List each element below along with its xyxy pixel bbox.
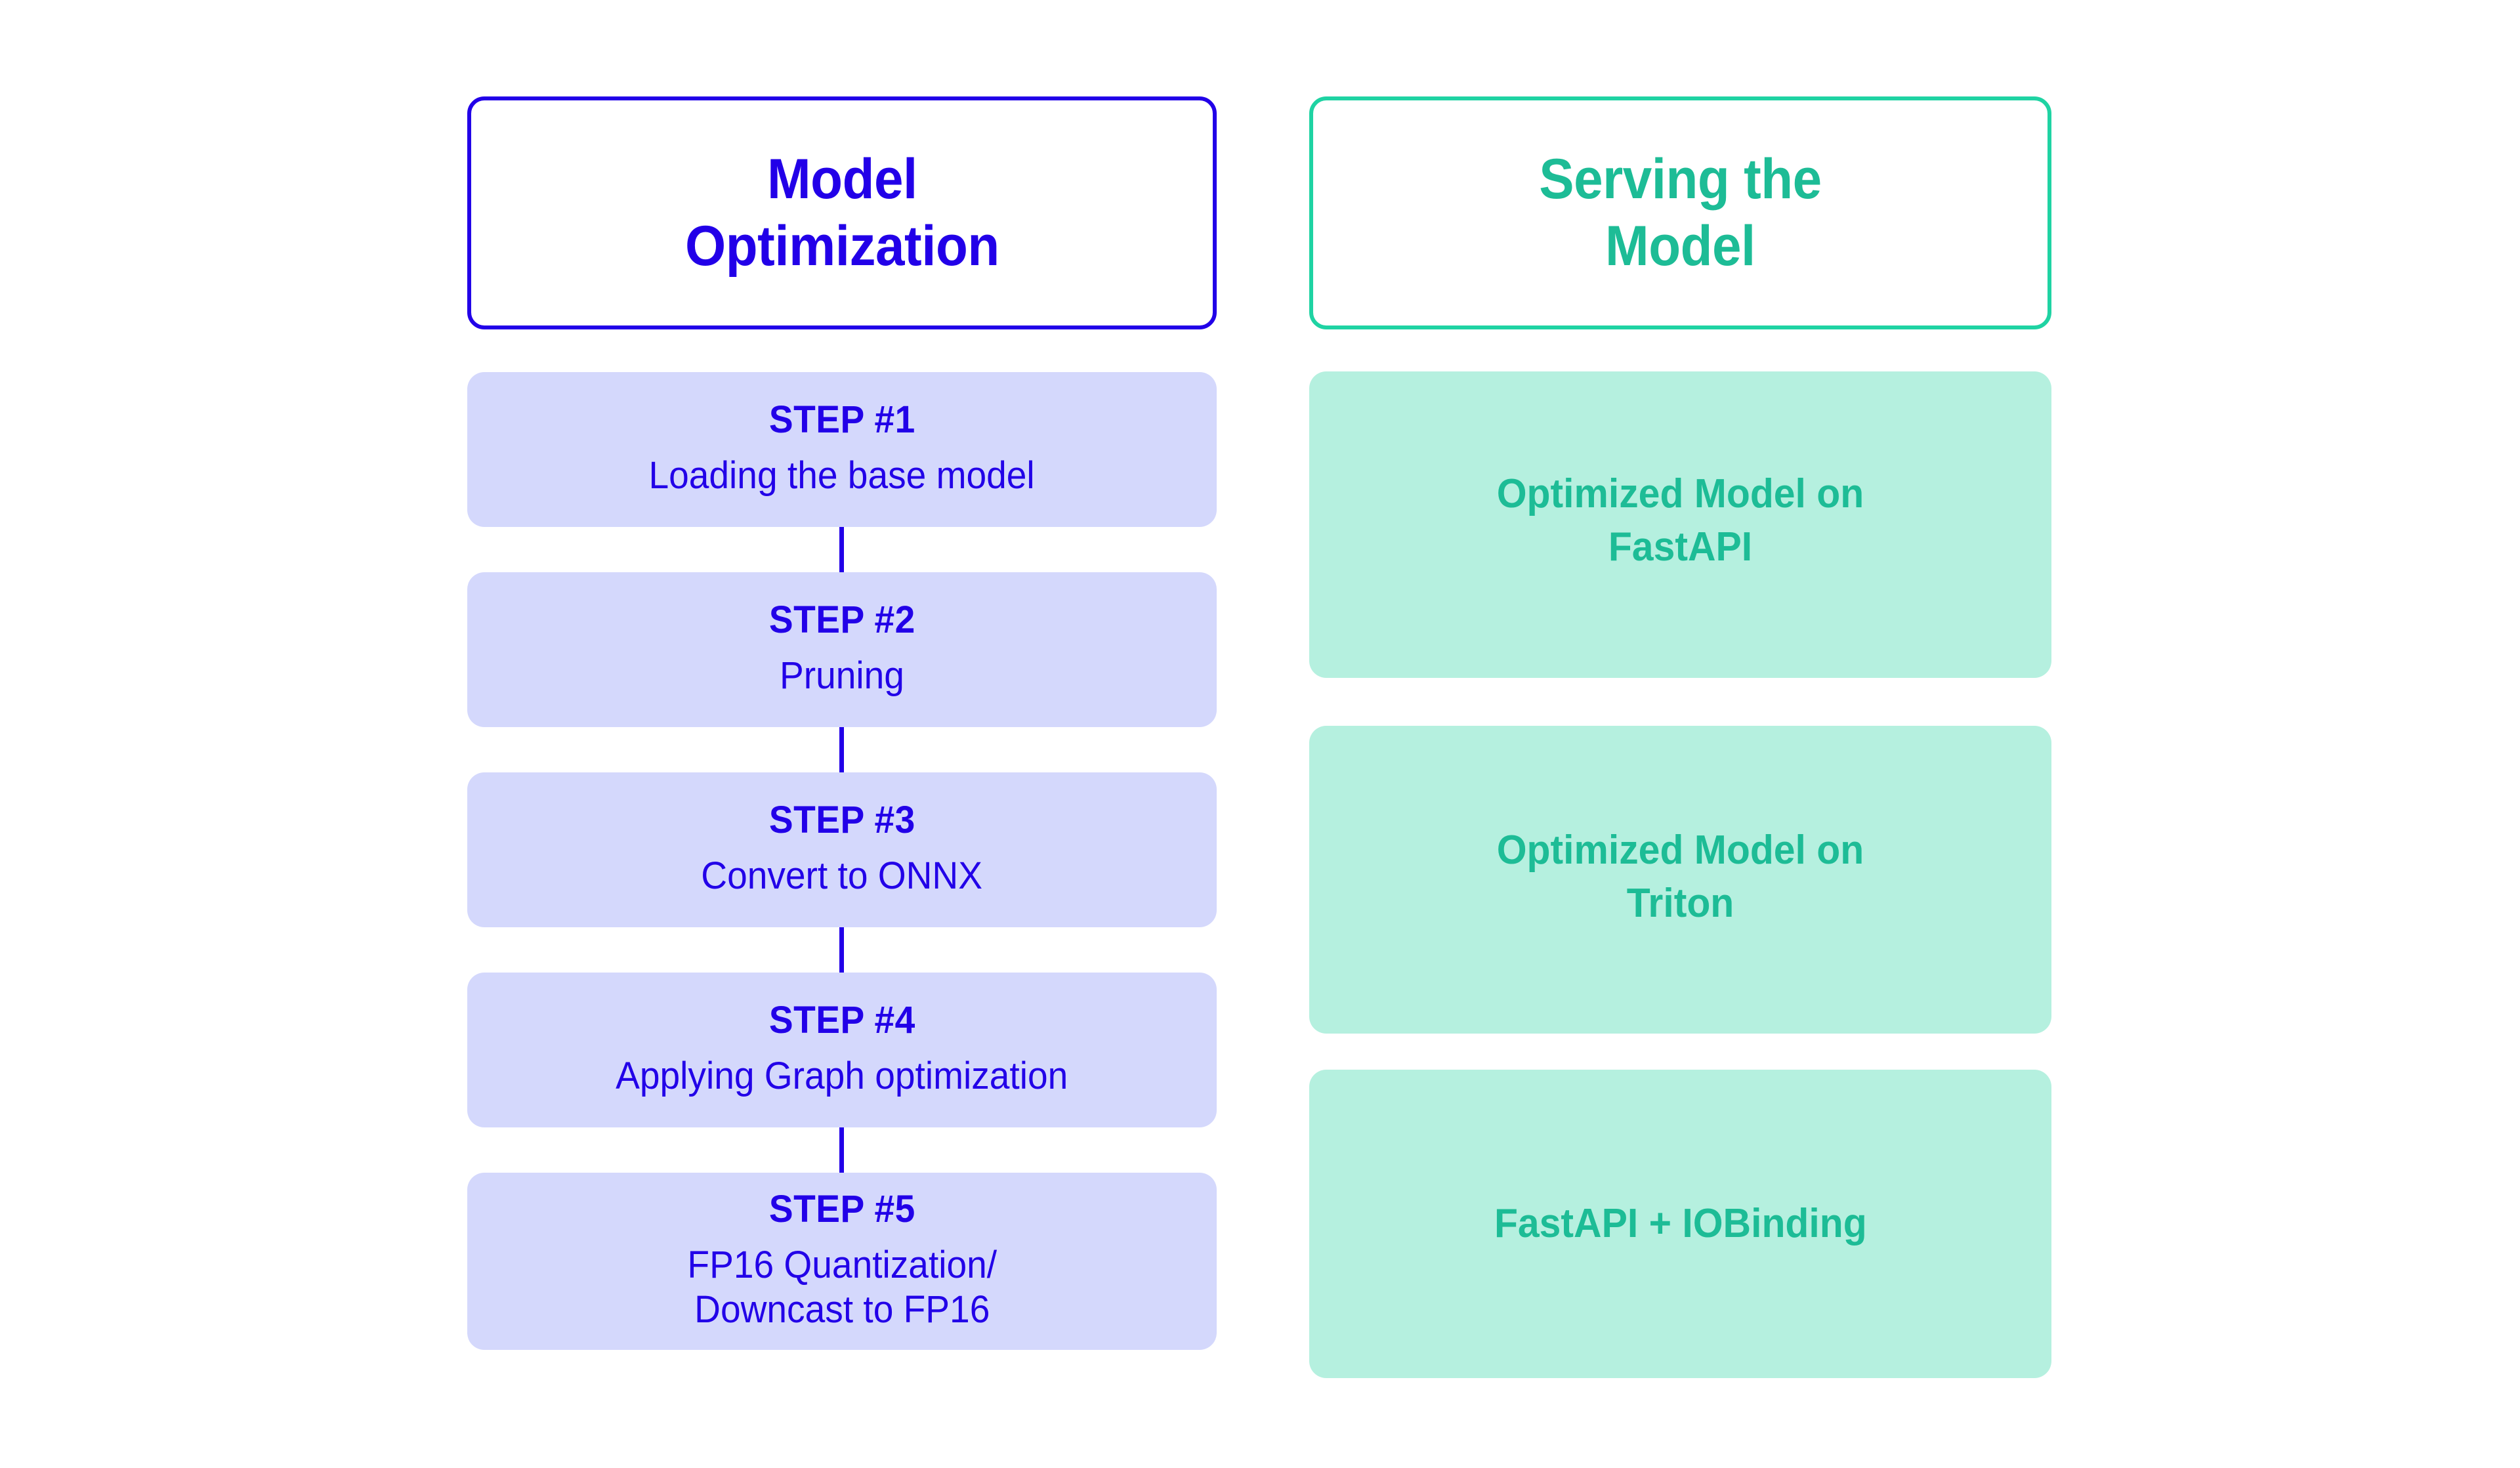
serving-card-2: Optimized Model on Triton xyxy=(1309,726,2051,1034)
connector-line-4-5 xyxy=(839,1127,844,1173)
header-title-model-optimization: Model Optimization xyxy=(684,148,999,278)
serving-card-1: Optimized Model on FastAPI xyxy=(1309,371,2051,678)
step-description-1: Loading the base model xyxy=(648,453,1036,497)
step-card-1: STEP #1 Loading the base model xyxy=(467,372,1217,527)
serving-card-3: FastAPI + IOBinding xyxy=(1309,1070,2051,1378)
connector-line-2-3 xyxy=(839,727,844,772)
column-model-optimization: Model Optimization STEP #1 Loading the b… xyxy=(467,0,1217,1468)
step-description-5: FP16 Quantization/ Downcast to FP16 xyxy=(687,1243,997,1331)
step-label-4: STEP #4 xyxy=(768,998,915,1041)
header-title-serving-the-model: Serving the Model xyxy=(1539,148,1822,278)
step-label-3: STEP #3 xyxy=(768,798,915,841)
serving-card-label-1: Optimized Model on FastAPI xyxy=(1496,471,1864,570)
serving-card-label-2: Optimized Model on Triton xyxy=(1496,827,1864,926)
connector-line-3-4 xyxy=(839,927,844,973)
step-description-3: Convert to ONNX xyxy=(701,854,983,897)
connector-line-1-2 xyxy=(839,527,844,572)
step-description-4: Applying Graph optimization xyxy=(616,1054,1068,1097)
step-card-2: STEP #2 Pruning xyxy=(467,572,1217,727)
step-card-4: STEP #4 Applying Graph optimization xyxy=(467,973,1217,1127)
step-label-2: STEP #2 xyxy=(768,598,915,641)
column-serving-the-model: Serving the Model Optimized Model on Fas… xyxy=(1309,0,2051,1468)
step-card-5: STEP #5 FP16 Quantization/ Downcast to F… xyxy=(467,1173,1217,1350)
step-label-5: STEP #5 xyxy=(768,1187,915,1230)
serving-card-label-3: FastAPI + IOBinding xyxy=(1494,1200,1867,1246)
header-card-model-optimization: Model Optimization xyxy=(467,96,1217,329)
step-label-1: STEP #1 xyxy=(768,398,915,441)
step-description-2: Pruning xyxy=(780,654,904,697)
step-card-3: STEP #3 Convert to ONNX xyxy=(467,772,1217,927)
header-card-serving-the-model: Serving the Model xyxy=(1309,96,2051,329)
